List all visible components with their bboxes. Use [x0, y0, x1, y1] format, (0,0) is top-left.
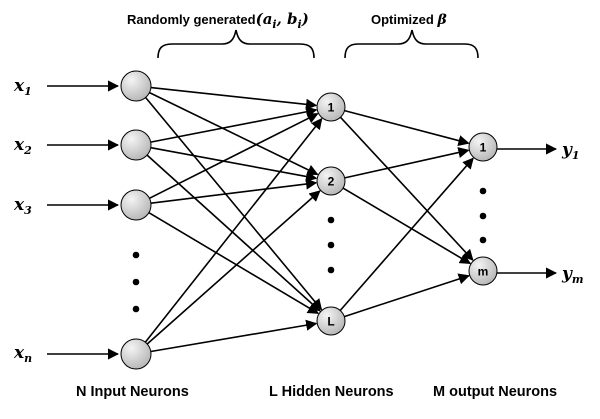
input-label-xn: xn — [13, 343, 32, 365]
input-hidden-edge — [144, 117, 323, 343]
input-layer-caption: N Input Neurons — [76, 384, 189, 400]
output-layer: 1 m — [468, 132, 498, 286]
hidden-node-label: 1 — [328, 101, 335, 115]
output-node-m — [468, 256, 498, 286]
output-ellipsis-dot — [479, 236, 487, 244]
input-node-2 — [120, 129, 152, 161]
input-hidden-edge — [146, 154, 321, 312]
input-label-x2: x2 — [13, 135, 32, 157]
hidden-node-label: L — [327, 315, 334, 329]
output-arrows — [497, 143, 558, 279]
input-ellipsis-dot — [132, 278, 140, 286]
output-layer-caption: M output Neurons — [433, 384, 557, 400]
input-hidden-edge — [148, 212, 320, 314]
hidden-node-1 — [316, 92, 346, 122]
input-labels: x1 x2 x3 xn — [13, 76, 32, 365]
random-weights-annotation: Randomly generated(ai, bi) — [127, 10, 309, 31]
output-ellipsis-dot — [479, 187, 487, 195]
input-node-n — [120, 338, 152, 370]
output-node-label: m — [478, 265, 489, 279]
input-layer — [120, 70, 152, 370]
output-label-y1: y1 — [561, 140, 580, 162]
hidden-node-L — [316, 306, 346, 336]
input-node-3 — [120, 189, 152, 221]
hidden-layer: 1 2 L — [316, 92, 346, 336]
input-hidden-edge — [150, 86, 318, 110]
input-hidden-edge — [150, 319, 318, 353]
output-node-1 — [468, 132, 498, 162]
output-node-label: 1 — [480, 141, 487, 155]
hidden-output-edge — [344, 147, 470, 179]
input-ellipsis-dot — [132, 305, 140, 313]
input-hidden-edge — [150, 106, 318, 143]
connection-edges — [144, 86, 474, 353]
input-hidden-edge — [150, 178, 318, 204]
output-ellipsis-dot — [479, 212, 487, 220]
hidden-node-2 — [316, 166, 346, 196]
input-label-x3: x3 — [13, 195, 32, 217]
optimized-beta-annotation: Optimized β — [371, 12, 447, 28]
random-weights-brace — [157, 29, 315, 59]
input-ellipsis-dot — [132, 251, 140, 259]
hidden-output-edge — [339, 157, 474, 312]
hidden-ellipsis-dot — [327, 266, 335, 274]
input-node-1 — [120, 70, 152, 102]
hidden-layer-caption: L Hidden Neurons — [269, 384, 394, 400]
input-hidden-edge — [149, 112, 319, 200]
hidden-node-label: 2 — [328, 175, 335, 189]
hidden-ellipsis-dot — [327, 241, 335, 249]
hidden-output-edge — [344, 109, 470, 147]
hidden-output-edge — [342, 187, 472, 265]
input-hidden-edge — [146, 190, 321, 345]
hidden-ellipsis-dot — [327, 216, 335, 224]
hidden-output-edge — [339, 116, 474, 261]
hidden-output-edge — [344, 273, 470, 318]
output-label-ym: ym — [561, 264, 584, 286]
input-hidden-edge — [150, 146, 318, 182]
input-arrows — [47, 80, 120, 360]
input-hidden-edge — [144, 96, 323, 311]
optimized-beta-brace — [344, 29, 479, 59]
input-label-x1: x1 — [13, 76, 32, 98]
